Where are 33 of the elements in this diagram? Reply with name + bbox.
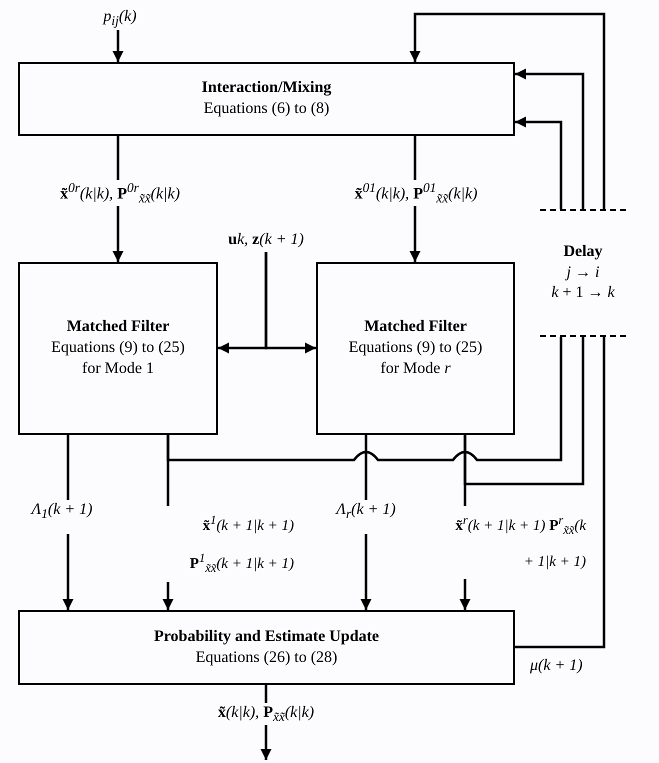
process-box [18,610,515,685]
block-text: Equations (9) to (25) for Mode 1 [50,338,186,379]
edge-label: x̃$^{r}$(k + 1|k + 1) P$^{r}$$_{x̃x̃}$(k + 1|k + 1) [452,506,588,580]
delay-block [540,209,626,337]
process-box [18,262,218,435]
input-label: p$_{ij}$(k) [103,6,137,30]
arrow [264,252,316,354]
arrow [515,68,584,209]
edge-label: x̃$^{01}$(k|k), P$^{01}$$_{x̃x̃}$(k|k) [352,180,480,206]
connector-line [166,337,562,462]
block-text: k + 1 → k [551,283,615,304]
block-title: Matched Filter [364,317,467,338]
arrow [515,116,562,209]
block-title: Matched Filter [66,317,170,338]
arrow [410,12,606,209]
connector-line [464,337,584,486]
arrow [112,30,124,62]
edge-label: x̃$^{0r}$(k|k), P$^{0r}$$_{x̃x̃}$(k|k) [58,180,182,206]
process-box [316,262,515,435]
block-text: Equations (26) to (28) [196,648,338,668]
edge-label: μ(k + 1) [529,656,584,676]
edge-label: x̃(k|k), P$_{x̃x̃}$(k|k) [216,702,316,726]
input-label: uk, z(k + 1) [228,230,304,250]
block-text: Equations (9) to (25) for Mode r [348,338,484,379]
block-text: Equations (6) to (8) [204,99,330,119]
process-box [18,62,515,136]
edge-label: Λ$_{1}$(k + 1) [30,500,94,534]
block-text: j → i [566,262,600,283]
edge-label: Λ$_{r}$(k + 1) [334,500,398,534]
connector-line [515,337,606,648]
block-title: Interaction/Mixing [202,78,332,98]
block-title: Probability and Estimate Update [154,626,380,647]
block-title: Delay [563,242,603,262]
